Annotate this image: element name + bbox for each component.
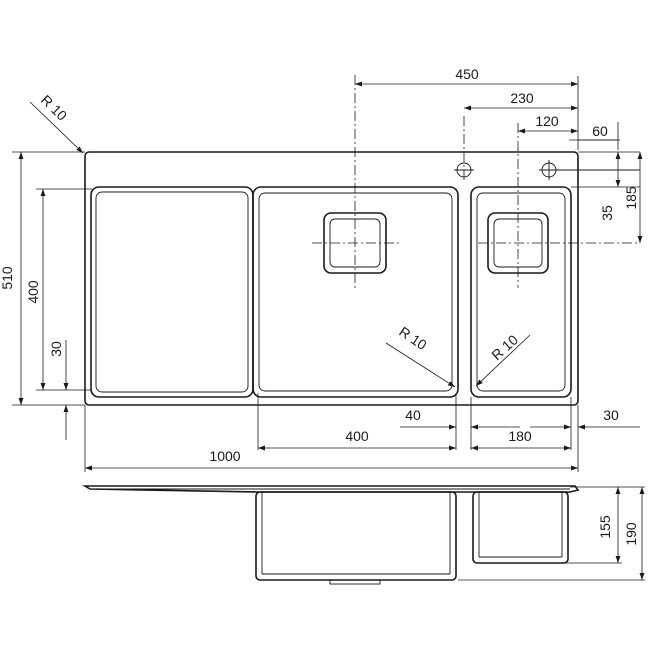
small-bowl bbox=[470, 186, 572, 398]
dim-120-label: 120 bbox=[535, 113, 559, 129]
dim-30-horizontal-label: 30 bbox=[603, 407, 619, 423]
dim-450-label: 450 bbox=[455, 66, 479, 82]
dim-510-label: 510 bbox=[0, 266, 15, 290]
side-large-bowl bbox=[255, 491, 457, 585]
large-bowl bbox=[252, 186, 459, 398]
large-bowl-drain bbox=[312, 75, 400, 288]
sink-outline bbox=[84, 151, 579, 406]
sink-top-view bbox=[84, 75, 640, 406]
side-small-bowl bbox=[472, 491, 569, 564]
tap-hole-right bbox=[539, 160, 640, 180]
dim-400-vertical-label: 400 bbox=[25, 280, 41, 304]
large-bowl-radius-label: R 10 bbox=[396, 323, 430, 353]
dim-180-label: 180 bbox=[508, 428, 532, 444]
dim-400-horizontal-label: 400 bbox=[345, 428, 369, 444]
dim-60-label: 60 bbox=[592, 123, 608, 139]
dim-190-label: 190 bbox=[623, 522, 639, 546]
dim-155-label: 155 bbox=[597, 515, 613, 539]
side-rim bbox=[82, 485, 580, 493]
dim-40-label: 40 bbox=[405, 407, 421, 423]
dim-185-label: 185 bbox=[623, 186, 639, 210]
sink-side-view bbox=[82, 485, 580, 585]
tap-hole-left bbox=[454, 116, 474, 182]
dim-35-label: 35 bbox=[599, 205, 615, 221]
dimensions: R 10 450 230 120 60 35 185 510 bbox=[0, 66, 645, 581]
dim-1000-label: 1000 bbox=[209, 448, 240, 464]
drainboard bbox=[90, 186, 254, 398]
dim-230-label: 230 bbox=[510, 90, 534, 106]
small-bowl-drain bbox=[478, 123, 640, 288]
dim-30-vertical-label: 30 bbox=[48, 341, 64, 357]
corner-radius-label: R 10 bbox=[38, 92, 71, 124]
